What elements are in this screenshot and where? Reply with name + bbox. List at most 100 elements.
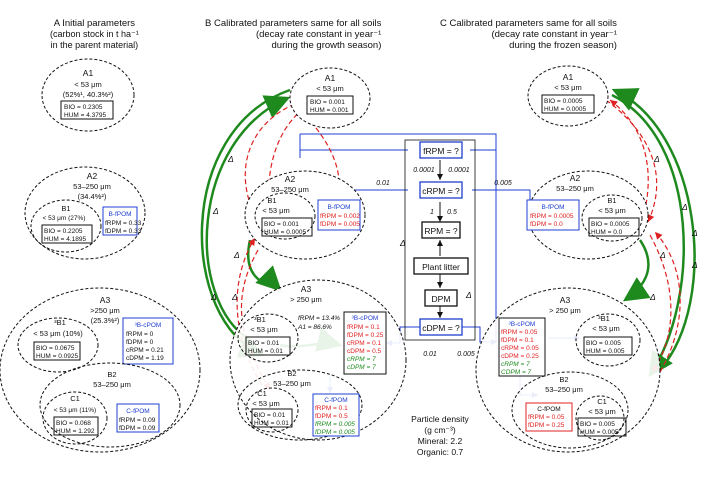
rpm-pool-box xyxy=(421,221,461,239)
mid-a3-b1: ³B1 xyxy=(254,315,266,324)
mid-a2-frpm: fRPM = 0.002 xyxy=(320,213,360,220)
blue-top-left xyxy=(299,149,408,158)
plant-litter-label: Plant litter xyxy=(422,262,460,272)
left-a3-bio: BIO = 0.0675 xyxy=(36,345,75,352)
panel-a: A1 < 53 μm (52%¹, 40.3%²) BIO = 0.2305 H… xyxy=(0,58,201,453)
left-a3-fpom-title: C-fPOM xyxy=(126,408,149,415)
frpm-pool-box xyxy=(419,141,463,159)
right-a2-fpom-box xyxy=(526,199,580,231)
delta-label: Δ xyxy=(212,206,219,216)
mid-a1-size: < 53 μm xyxy=(316,84,343,93)
frpm-pool-label: fRPM = ? xyxy=(423,146,459,156)
left-a1-hum: HUM = 4.3795 xyxy=(64,112,106,119)
mid-a1-name: A1 xyxy=(325,73,336,83)
particle-density-note: Particle density (g cm⁻³) Mineral: 2.2 O… xyxy=(411,414,469,457)
left-a2-name: A2 xyxy=(87,171,98,181)
mid-a2-b1-circle xyxy=(254,192,316,240)
right-a3-cpom-l3: cRPM = 0.05 xyxy=(501,345,539,352)
right-a1-box xyxy=(541,94,595,114)
left-a2-fdpm: fDPM = 0.33 xyxy=(105,228,142,235)
left-a3-c1-box xyxy=(53,416,99,436)
green-arrow-mid-a1-a3 xyxy=(200,88,291,358)
left-a3-name: A3 xyxy=(100,295,111,305)
left-a1-size: < 53 μm xyxy=(74,80,101,89)
panel-c-sub1: (decay rate constant in year⁻¹ xyxy=(491,29,617,40)
cdpm-pool-box xyxy=(419,318,463,336)
delta-label: Δ xyxy=(210,292,217,302)
left-a3-fpom-frpm: fRPM = 0.09 xyxy=(119,417,156,424)
mid-a3-cpom-l1: fRPM = 0.1 xyxy=(347,324,380,331)
right-a3-box xyxy=(583,336,633,356)
right-a2-circle xyxy=(527,170,649,260)
mid-a3-box xyxy=(245,336,291,356)
delta-label: Δ xyxy=(233,250,240,260)
center-column-frame xyxy=(404,139,476,341)
left-a3-cpom-title: ³B-cPOM xyxy=(135,322,162,329)
mid-a2-box xyxy=(261,217,313,237)
panel-b-letter: B xyxy=(205,18,212,29)
rate-05: 0.5 xyxy=(447,209,457,216)
delta-label: Δ xyxy=(465,290,472,300)
right-a3-cpom-l4: cDPM = 0.25 xyxy=(501,353,539,360)
right-a2-name: A2 xyxy=(570,173,581,183)
rate-0005-right: 0.005 xyxy=(494,180,512,187)
rate-001-bottom: 0.01 xyxy=(423,351,437,358)
right-a3-fpom-title: C-fPOM xyxy=(537,406,560,413)
mid-a3-c1hum: HUM = 0.01 xyxy=(254,420,289,427)
mid-a2-b1: B1 xyxy=(267,196,276,205)
mid-a3-fpom-l4: fDPM = 0.005 xyxy=(315,429,355,436)
left-a3-b1size: < 53 μm (10%) xyxy=(33,329,83,338)
delta-label: Δ xyxy=(399,238,406,248)
right-a3-hum: HUM = 0.005 xyxy=(586,348,625,355)
left-a3-cpom-l2: fDPM = 0 xyxy=(126,339,154,346)
left-a2-b1size: < 53 μm (27%) xyxy=(43,215,86,222)
right-a2-box xyxy=(588,217,640,237)
mid-a3-b1-circle xyxy=(237,313,299,363)
panel-c-header: C Calibrated parameters same for all soi… xyxy=(440,18,617,51)
delta-label: Δ xyxy=(691,228,698,238)
delta-label: Δ xyxy=(653,154,660,164)
delta-label: Δ xyxy=(681,202,688,212)
right-a1-circle xyxy=(527,65,609,127)
left-a3-c1-circle xyxy=(42,391,108,445)
left-a3-c1: C1 xyxy=(70,394,80,403)
left-a3-fpom-box xyxy=(116,403,160,433)
center-pools: fRPM = ? cRPM = ? RPM = ? Plant litter D… xyxy=(376,139,512,358)
mid-a3-cpom-l6: cDPM = 7 xyxy=(347,364,376,371)
right-a3-bio: BIO = 0.005 xyxy=(586,340,621,347)
mid-a3-fpom-title: C-fPOM xyxy=(324,397,347,404)
left-a3-circle xyxy=(0,287,201,453)
mid-a3-cpom-l5: cRPM = 7 xyxy=(347,356,376,363)
left-a2-pct: (34.4%²) xyxy=(78,192,107,201)
panel-c-sub2: during the frozen season) xyxy=(509,40,617,51)
right-a3-b1: ³B1 xyxy=(598,314,610,323)
mid-a2-fpom-box xyxy=(317,199,361,231)
right-a2-fdpm: fDPM = 0.0 xyxy=(530,221,563,228)
panel-b-title: Calibrated parameters same for all soils xyxy=(213,18,382,29)
right-a3-fpom-box xyxy=(525,402,573,432)
rate-001-left: 0.01 xyxy=(376,180,390,187)
mid-a3-frpm-note: fRPM = 13.4% xyxy=(298,315,340,322)
right-a2-b1: B1 xyxy=(607,196,616,205)
dpm-pool-label: DPM xyxy=(432,294,451,304)
right-a2-frpm: fRPM = 0.0005 xyxy=(530,213,574,220)
mid-a2-bio: BIO = 0.001 xyxy=(264,221,299,228)
mid-a3-size: > 250 μm xyxy=(290,295,322,304)
right-a2-bio: BIO = 0.0005 xyxy=(591,221,630,228)
left-a2-circle xyxy=(24,166,146,260)
left-a2-size: 53–250 μm xyxy=(73,182,111,191)
green-arrow-right-3 xyxy=(622,239,651,302)
mid-a1-bio: BIO = 0.001 xyxy=(310,99,345,106)
panel-b-sub2: during the growth season) xyxy=(271,40,382,51)
green-arrow-right-1 xyxy=(611,93,685,378)
rpm-pool-label: RPM = ? xyxy=(424,226,458,236)
right-a3-cpom-title: ³B-cPOM xyxy=(509,321,536,328)
left-a3-cpom-l4: cDPM = 1.19 xyxy=(126,355,164,362)
rate-0001-right: 0.0001 xyxy=(448,167,470,174)
mid-a2-fdpm: fDPM = 0.005 xyxy=(320,221,360,228)
delta-label: Δ xyxy=(649,292,656,302)
panel-a-sub2: in the parent material) xyxy=(50,40,139,50)
delta-label: Δ xyxy=(227,154,234,164)
delta-label: Δ xyxy=(659,250,666,260)
